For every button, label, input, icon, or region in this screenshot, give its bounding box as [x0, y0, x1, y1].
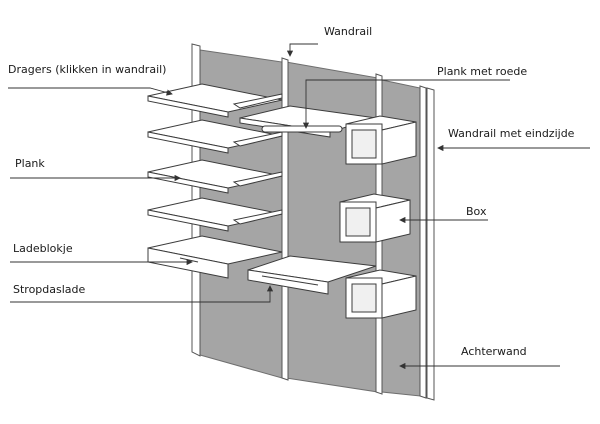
label-ladeblokje: Ladeblokje — [13, 242, 73, 255]
label-wandrail-met-eindzijde: Wandrail met eindzijde — [448, 127, 575, 140]
label-dragers: Dragers (klikken in wandrail) — [8, 63, 167, 76]
label-plank: Plank — [15, 157, 45, 170]
label-achterwand: Achterwand — [461, 345, 527, 358]
tie-drawer — [247, 255, 377, 295]
label-box: Box — [466, 205, 487, 218]
label-wandrail: Wandrail — [324, 25, 373, 38]
leader-lines — [8, 43, 590, 370]
label-plank-met-roede: Plank met roede — [437, 65, 528, 78]
boxes — [339, 115, 417, 319]
label-stropdaslade: Stropdaslade — [13, 283, 86, 296]
brackets — [232, 93, 283, 225]
middle-shelf-with-rod — [239, 105, 377, 138]
